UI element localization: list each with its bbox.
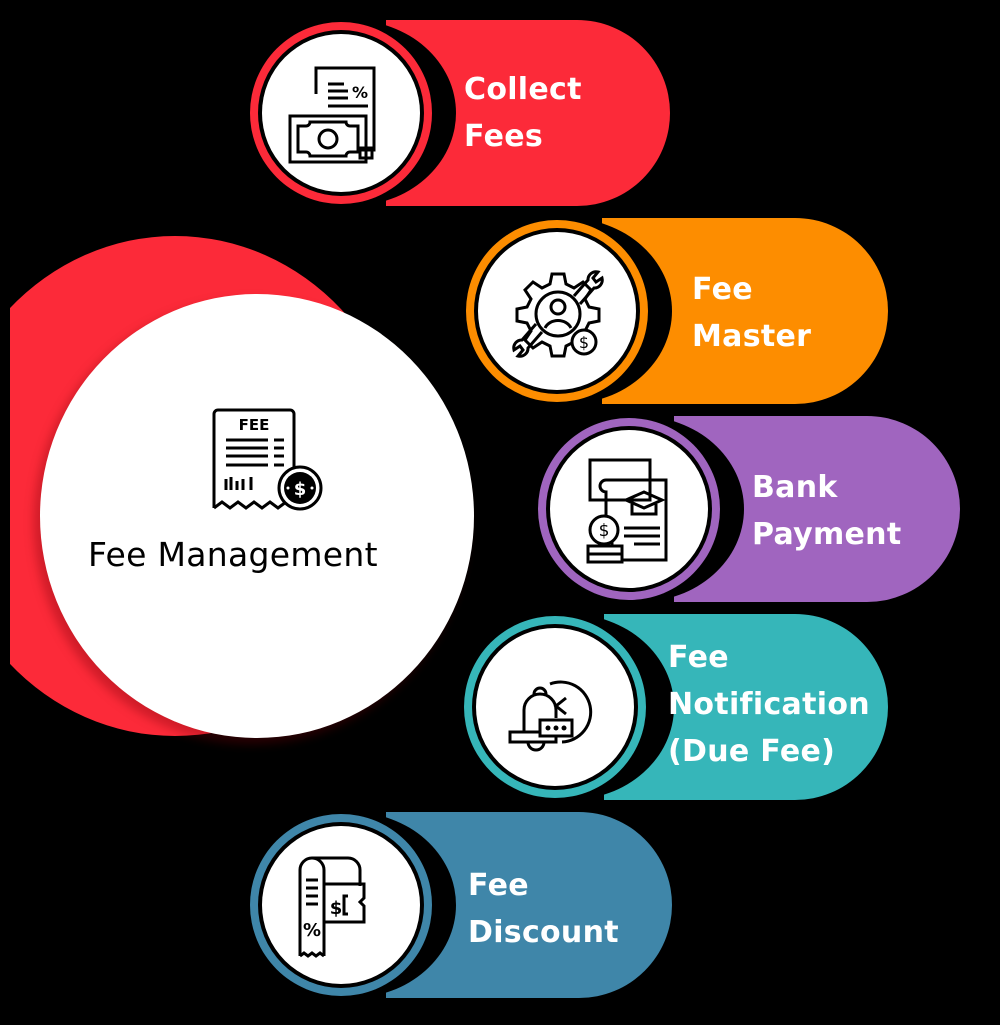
- feature-collect-fees: % Collect Fees: [246, 20, 676, 206]
- feature-label: Fee Discount: [468, 862, 619, 956]
- bank-payment-icon: $: [576, 456, 684, 568]
- label-line-1: Fee: [468, 868, 529, 903]
- hub-title: Fee Management: [88, 535, 378, 574]
- feature-label: Collect Fees: [464, 66, 582, 160]
- label-line-2: Discount: [468, 915, 619, 950]
- feature-label: Fee Notification (Due Fee): [668, 634, 870, 775]
- label-line-2: Fees: [464, 119, 544, 154]
- bell-clock-icon: [504, 654, 612, 766]
- svg-text:%: %: [303, 920, 321, 941]
- feature-fee-discount: % $ Fee Discount: [246, 812, 676, 998]
- svg-text:%: %: [352, 83, 368, 102]
- feature-label: Bank Payment: [752, 464, 901, 558]
- hub-arc-mask: [0, 236, 10, 736]
- icon-ring: [250, 814, 432, 996]
- svg-text:FEE: FEE: [239, 416, 270, 434]
- gear-wrench-user-icon: $: [504, 260, 612, 372]
- label-line-1: Fee: [668, 640, 729, 675]
- feature-fee-notification: Fee Notification (Due Fee): [460, 614, 890, 800]
- svg-text:$: $: [294, 479, 307, 500]
- discount-receipt-icon: % $: [290, 852, 398, 964]
- label-line-1: Fee: [692, 272, 753, 307]
- icon-ring: [250, 22, 432, 204]
- svg-text:$: $: [330, 898, 343, 919]
- feature-label: Fee Master: [692, 266, 811, 360]
- collect-fees-icon: %: [286, 60, 396, 174]
- feature-bank-payment: $ Bank Payment: [534, 416, 964, 602]
- hub-circle: [40, 294, 474, 738]
- label-line-2: Notification: [668, 687, 870, 722]
- label-line-3: (Due Fee): [668, 734, 836, 769]
- label-line-2: Payment: [752, 517, 902, 552]
- label-line-1: Bank: [752, 470, 838, 505]
- icon-ring: [538, 418, 720, 600]
- label-line-1: Collect: [464, 72, 582, 107]
- icon-ring: [466, 220, 648, 402]
- fee-receipt-icon: FEE $: [208, 406, 324, 516]
- svg-text:$: $: [599, 521, 610, 541]
- svg-text:$: $: [579, 333, 589, 352]
- feature-fee-master: $ Fee Master: [462, 218, 892, 404]
- label-line-2: Master: [692, 319, 812, 354]
